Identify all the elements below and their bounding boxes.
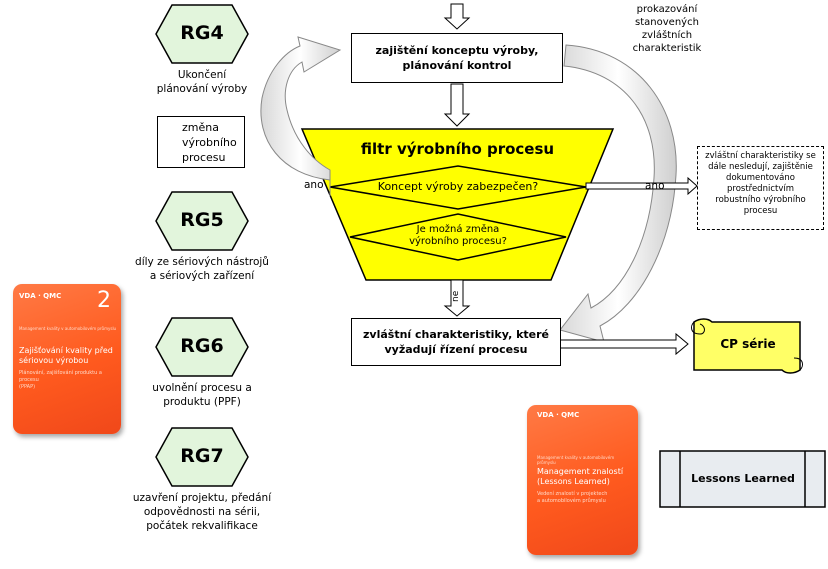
book1-logo: VDA · QMC (19, 292, 62, 300)
book2-series: Management kvality v automobilovém průmy… (537, 455, 615, 465)
filter-to-process-arrow (443, 279, 471, 317)
left-curved-return-arrow (260, 36, 342, 196)
ne-label: ne (451, 290, 461, 302)
lessons-learned-box (659, 450, 826, 508)
vda-book-lessons: VDA · QMC Management kvality v automobil… (527, 405, 638, 555)
gate-rg4-label: RG4 (180, 22, 224, 44)
book1-series: Management kvality v automobilovém průmy… (19, 326, 117, 331)
gate-rg7-label: RG7 (180, 445, 224, 467)
gate-rg5-label: RG5 (180, 209, 224, 231)
decision-diamond-2 (349, 213, 567, 261)
book1-subtitle: Plánování, zajišťování produktu a proces… (19, 370, 102, 390)
top-input-arrow (443, 3, 471, 30)
cp-serie-label: CP série (720, 337, 776, 351)
gate-rg7-hexagon (155, 427, 249, 487)
lessons-learned-label: Lessons Learned (691, 472, 795, 485)
filter-title: filtr výrobního procesu (360, 140, 555, 158)
process-to-cp-arrow (559, 332, 689, 356)
gate-rg4-hexagon (155, 4, 249, 64)
book2-logo: VDA · QMC (537, 411, 580, 419)
decision-1-text: Koncept výroby zabezpečen? (377, 180, 539, 193)
ano-right-label: ano (645, 180, 665, 192)
ano-right-arrow (585, 176, 698, 196)
gate-rg6-hexagon (155, 317, 249, 377)
concept-to-filter-arrow (443, 83, 471, 127)
vda-book-2: VDA · QMC 2 Management kvality v automob… (13, 284, 121, 434)
gate-rg5-hexagon (155, 191, 249, 251)
ano-left-label: ano (304, 179, 324, 191)
concept-box: zajištění konceptu výroby,plánování kont… (351, 33, 563, 83)
right-curved-arrow (559, 44, 677, 343)
gate-rg6-label: RG6 (180, 335, 224, 357)
book2-title: Management znalostí(Lessons Learned) (537, 467, 624, 486)
book1-number: 2 (97, 288, 111, 313)
filter-trapezoid (300, 128, 615, 281)
